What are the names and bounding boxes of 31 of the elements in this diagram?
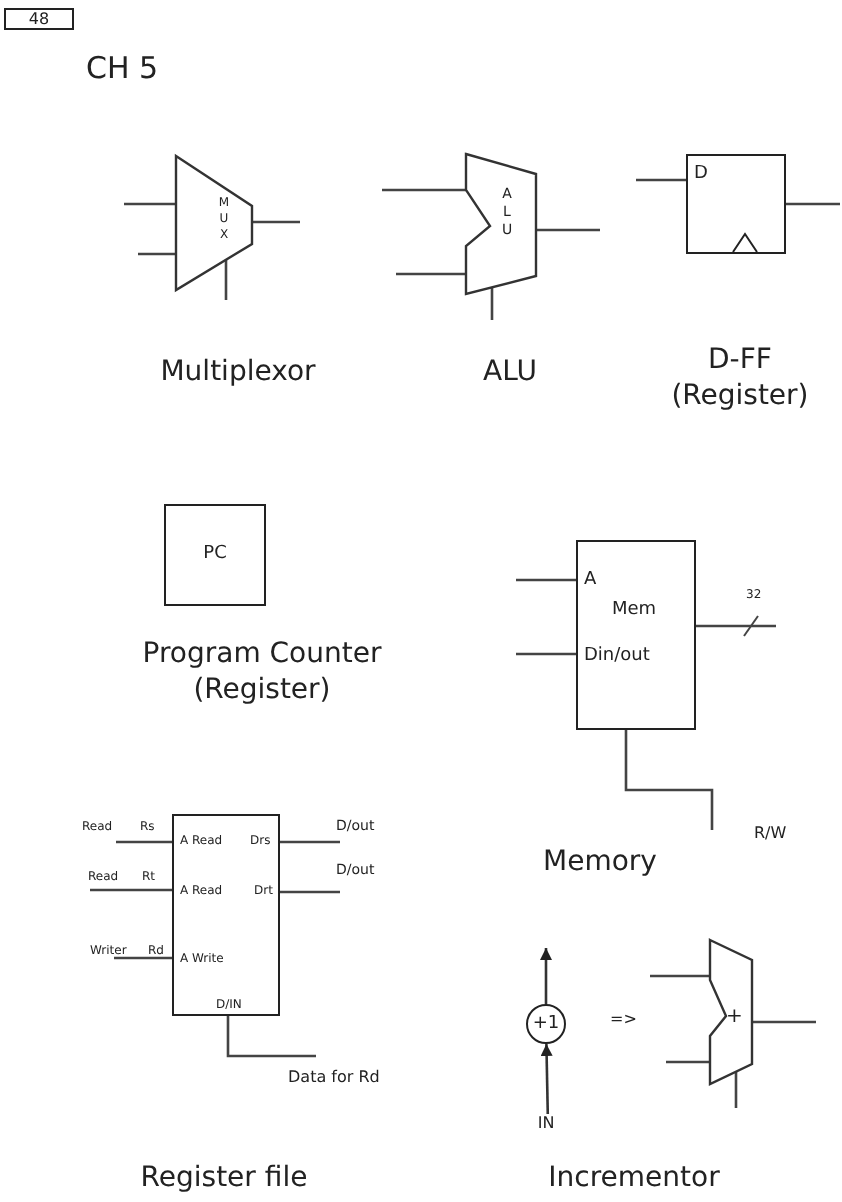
pin-label: Din/out [584, 648, 650, 666]
component-label: PC [201, 546, 229, 564]
component-caption: Multiplexor [160, 358, 316, 386]
chapter-heading: CH 5 [86, 54, 159, 84]
operation-label: + [726, 1008, 743, 1028]
signal-label: Data for Rd [288, 1070, 380, 1086]
component-caption: ALU [483, 358, 537, 386]
increment-circle [526, 1004, 566, 1044]
pin-label: Mem [612, 602, 657, 620]
flip-flop-box [686, 154, 786, 254]
pin-label: D [694, 166, 708, 184]
arrow [540, 1043, 553, 1115]
component-caption: Memory [543, 848, 657, 876]
component-caption: Incrementor [548, 1164, 720, 1192]
register-box [164, 504, 266, 606]
alu-symbol [466, 154, 536, 294]
equivalence-symbol: => [610, 1012, 637, 1028]
memory-box [576, 540, 696, 730]
register-file-box [172, 814, 280, 1016]
component-caption: Register file [140, 1164, 308, 1192]
component-caption: Program Counter (Register) [140, 636, 384, 709]
page-number-text: 48 [26, 11, 52, 27]
pin-label: A [584, 572, 597, 590]
signal-label: R/W [754, 826, 787, 842]
adder-symbol [710, 940, 752, 1084]
arrow [540, 948, 552, 1004]
signal-label: IN [535, 1115, 557, 1131]
operation-label: +1 [530, 1015, 562, 1033]
component-caption: D-FF (Register) [669, 342, 811, 415]
page-number [4, 8, 74, 30]
multiplexer-symbol [176, 156, 252, 290]
